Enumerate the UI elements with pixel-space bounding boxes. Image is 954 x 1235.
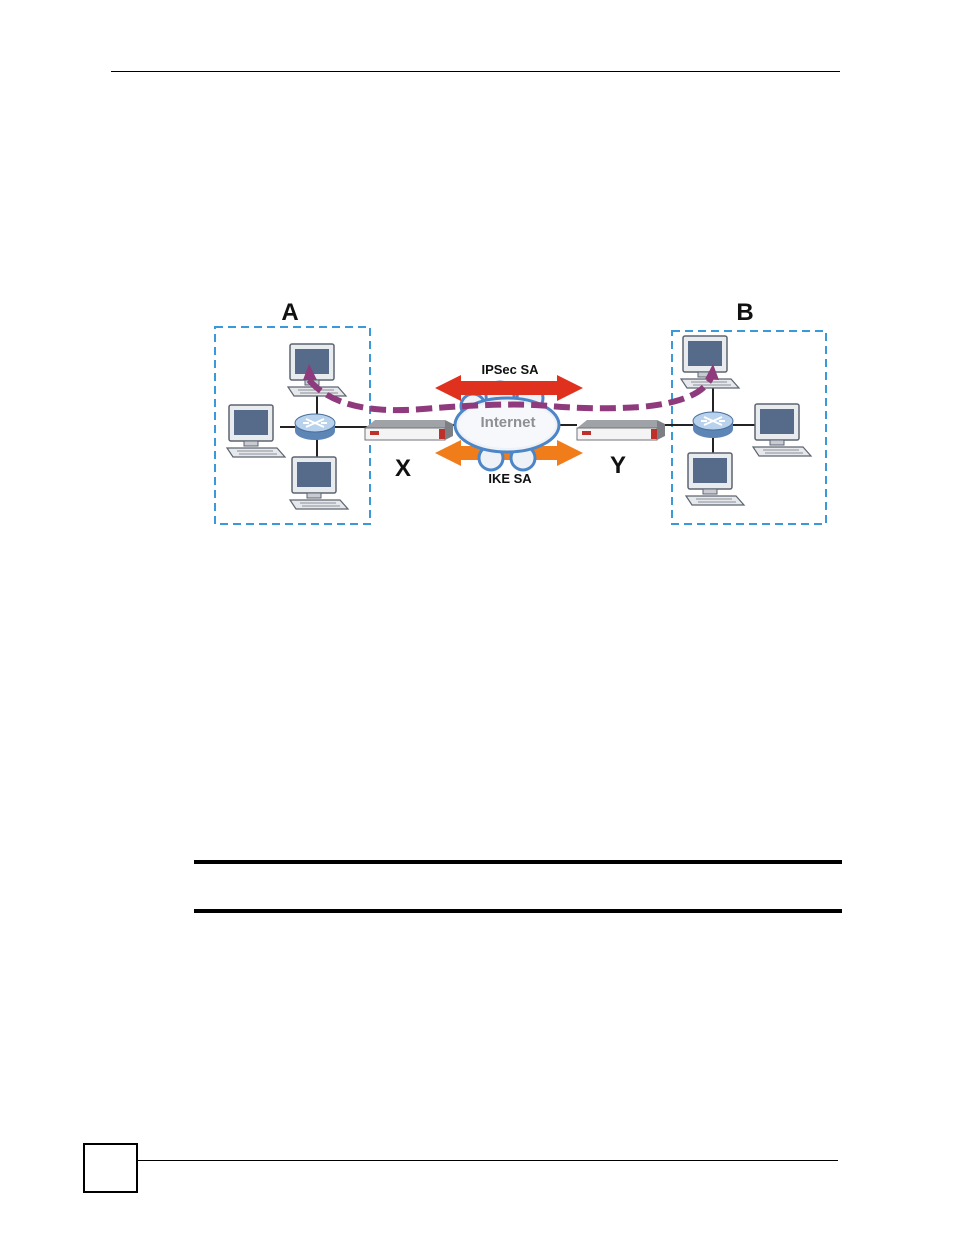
header-rule	[111, 71, 840, 72]
gateway-y-label: Y	[610, 452, 626, 479]
internet-label: Internet	[480, 414, 535, 431]
page-number-box	[83, 1143, 138, 1193]
router-icon	[693, 412, 733, 438]
computer-icon	[753, 404, 811, 456]
gateway-x-label: X	[395, 455, 411, 482]
note-rule-bottom	[194, 909, 842, 913]
network-a-label: A	[281, 299, 298, 326]
vpn-sa-diagram: A B	[205, 298, 835, 533]
network-b-label: B	[736, 299, 753, 326]
gateway-device-icon	[577, 420, 665, 440]
gateway-device-icon	[365, 420, 453, 440]
router-icon	[295, 414, 335, 440]
footer-rule	[138, 1160, 838, 1161]
computer-icon	[290, 457, 348, 509]
computer-icon	[686, 453, 744, 505]
computer-icon	[227, 405, 285, 457]
ipsec-sa-label: IPSec SA	[481, 362, 539, 377]
note-rule-top	[194, 860, 842, 864]
ike-sa-label: IKE SA	[488, 471, 532, 486]
diagram-svg: A B	[205, 298, 835, 533]
